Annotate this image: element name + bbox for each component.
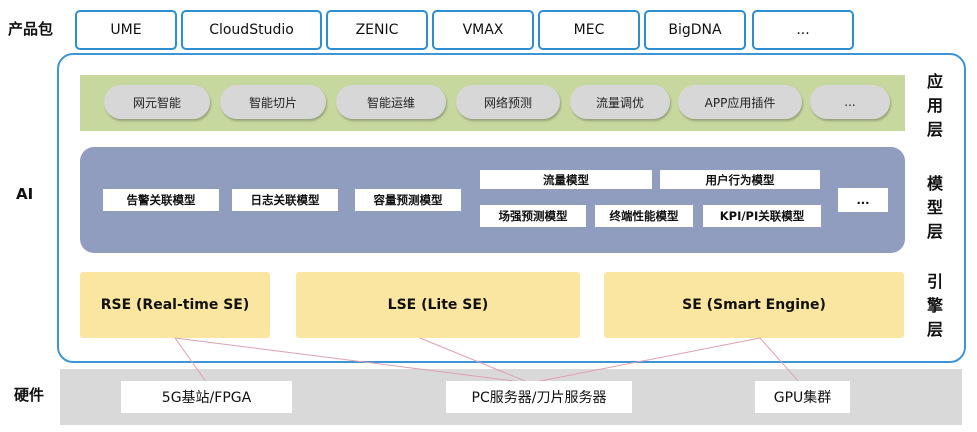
product-cloudstudio: CloudStudio [181, 10, 322, 50]
link-pc-se [529, 337, 761, 384]
model-more: ... [838, 188, 888, 212]
hardware-5g-fpga: 5G基站/FPGA [121, 381, 292, 413]
hardware-pc-blade-server: PC服务器/刀片服务器 [446, 381, 632, 413]
app-item-traffic-optimization: 流量调优 [570, 85, 670, 119]
model-traffic: 流量模型 [480, 170, 652, 189]
model-layer-label: 模型层 [926, 174, 943, 241]
model-capacity-prediction: 容量预测模型 [355, 189, 461, 211]
link-rse-pc [174, 337, 531, 384]
product-zenic: ZENIC [326, 10, 428, 50]
product-vmax: VMAX [432, 10, 534, 50]
link-rse-5g [174, 337, 208, 384]
app-item-ne-intelligence: 网元智能 [104, 85, 210, 119]
app-item-smart-slicing: 智能切片 [220, 85, 326, 119]
model-kpi-correlation: KPI/PI关联模型 [703, 205, 821, 227]
app-item-app-plugin: APP应用插件 [678, 85, 802, 119]
product-mec: MEC [538, 10, 640, 50]
application-layer-label: 应用层 [926, 72, 943, 139]
ai-label: AI [16, 185, 34, 203]
engine-rse: RSE (Real-time SE) [80, 272, 270, 338]
engine-se: SE (Smart Engine) [604, 272, 904, 338]
model-alarm-correlation: 告警关联模型 [103, 189, 219, 211]
model-terminal-performance: 终端性能模型 [595, 205, 693, 227]
link-lse-pc [419, 337, 531, 384]
hardware-label: 硬件 [14, 386, 45, 404]
engine-layer-label: 引擎层 [926, 272, 943, 339]
app-item-more: ... [810, 85, 890, 119]
hardware-gpu-cluster: GPU集群 [755, 381, 850, 413]
product-more: ... [752, 10, 854, 50]
app-item-smart-ops: 智能运维 [336, 85, 446, 119]
model-field-strength: 场强预测模型 [480, 205, 586, 227]
model-user-behavior: 用户行为模型 [660, 170, 820, 189]
product-ume: UME [75, 10, 177, 50]
product-bigdna: BigDNA [644, 10, 746, 50]
ai-frame [57, 53, 966, 363]
app-item-network-prediction: 网络预测 [456, 85, 560, 119]
model-log-correlation: 日志关联模型 [232, 189, 338, 211]
link-se-gpu [759, 337, 801, 384]
product-package-label: 产品包 [8, 20, 54, 38]
engine-lse: LSE (Lite SE) [296, 272, 580, 338]
